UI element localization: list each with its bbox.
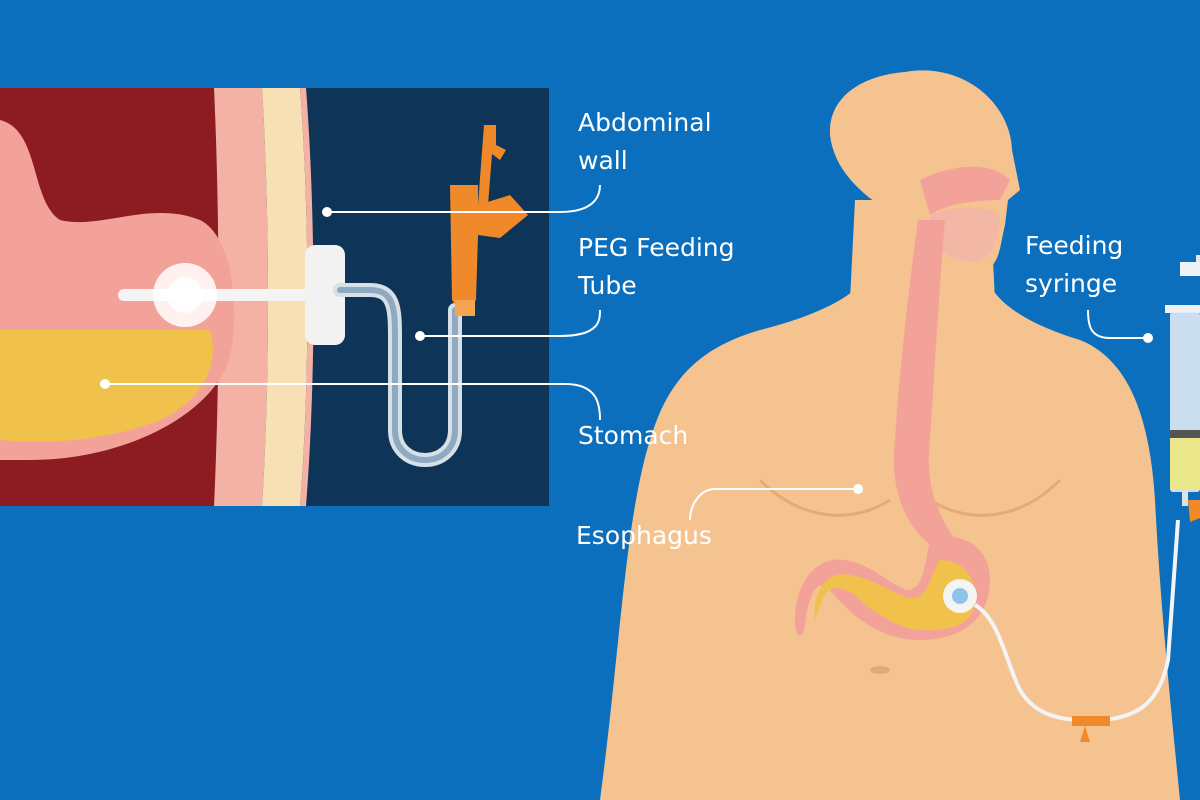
esophagus-dot	[853, 484, 863, 494]
abdominal-wall-skin	[300, 88, 314, 506]
pectoral-line-left	[758, 478, 891, 517]
pectoral-line-right	[929, 478, 1062, 517]
navel	[870, 666, 890, 674]
leader-lines	[105, 184, 1148, 521]
label-peg-tube-line2: Tube	[578, 271, 637, 300]
syringe-flange	[1165, 305, 1200, 313]
u-shaped-tube-inner	[337, 287, 458, 463]
label-feeding-syringe-line2: syringe	[1025, 269, 1118, 298]
y-port-connector	[450, 125, 528, 316]
feeding-syringe	[1165, 255, 1200, 522]
leader-dots	[100, 207, 1153, 494]
clamp-tab	[1080, 726, 1090, 742]
peg-tube-leader	[420, 309, 601, 337]
tube-through-wall	[118, 289, 328, 301]
peg-port-center	[952, 588, 968, 604]
syringe-tip	[1182, 490, 1188, 506]
label-esophagus: Esophagus	[576, 521, 712, 550]
label-peg-tube-line1: PEG Feeding	[578, 233, 735, 262]
peg-tube-dot	[415, 331, 425, 341]
stomach-contents-body	[814, 560, 976, 631]
internal-bumper-core	[167, 277, 203, 313]
cross-section-inset	[0, 88, 549, 506]
label-stomach: Stomach	[578, 421, 689, 450]
syringe-liquid	[1170, 435, 1200, 490]
esophagus-leader	[689, 488, 858, 521]
plunger-top	[1196, 255, 1200, 263]
torso	[600, 285, 1180, 800]
abdominal-wall-dot	[322, 207, 332, 217]
plunger-flange	[1180, 262, 1200, 276]
human-torso	[600, 70, 1180, 800]
nasal-cavity	[920, 166, 1010, 215]
abdominal-wall-leader	[327, 184, 601, 213]
label-abdominal-wall-line1: Abdominal	[578, 108, 712, 137]
stomach-leader	[105, 383, 601, 421]
syringe-connector	[1188, 500, 1200, 522]
syringe-plunger-seal	[1170, 430, 1200, 438]
feeding-tube-line	[973, 519, 1180, 723]
external-bolster	[305, 245, 345, 345]
label-feeding-syringe: Feeding syringe	[1025, 227, 1123, 303]
syringe-dot	[1143, 333, 1153, 343]
label-feeding-syringe-line1: Feeding	[1025, 231, 1124, 260]
label-peg-feeding-tube: PEG Feeding Tube	[578, 229, 735, 305]
oral-cavity	[930, 207, 1000, 262]
syringe-leader	[1087, 309, 1148, 339]
esophagus	[893, 220, 960, 545]
stomach-dot	[100, 379, 110, 389]
label-abdominal-wall-line2: wall	[578, 146, 628, 175]
label-abdominal-wall: Abdominal wall	[578, 104, 712, 180]
tube-clamp	[1072, 716, 1110, 726]
